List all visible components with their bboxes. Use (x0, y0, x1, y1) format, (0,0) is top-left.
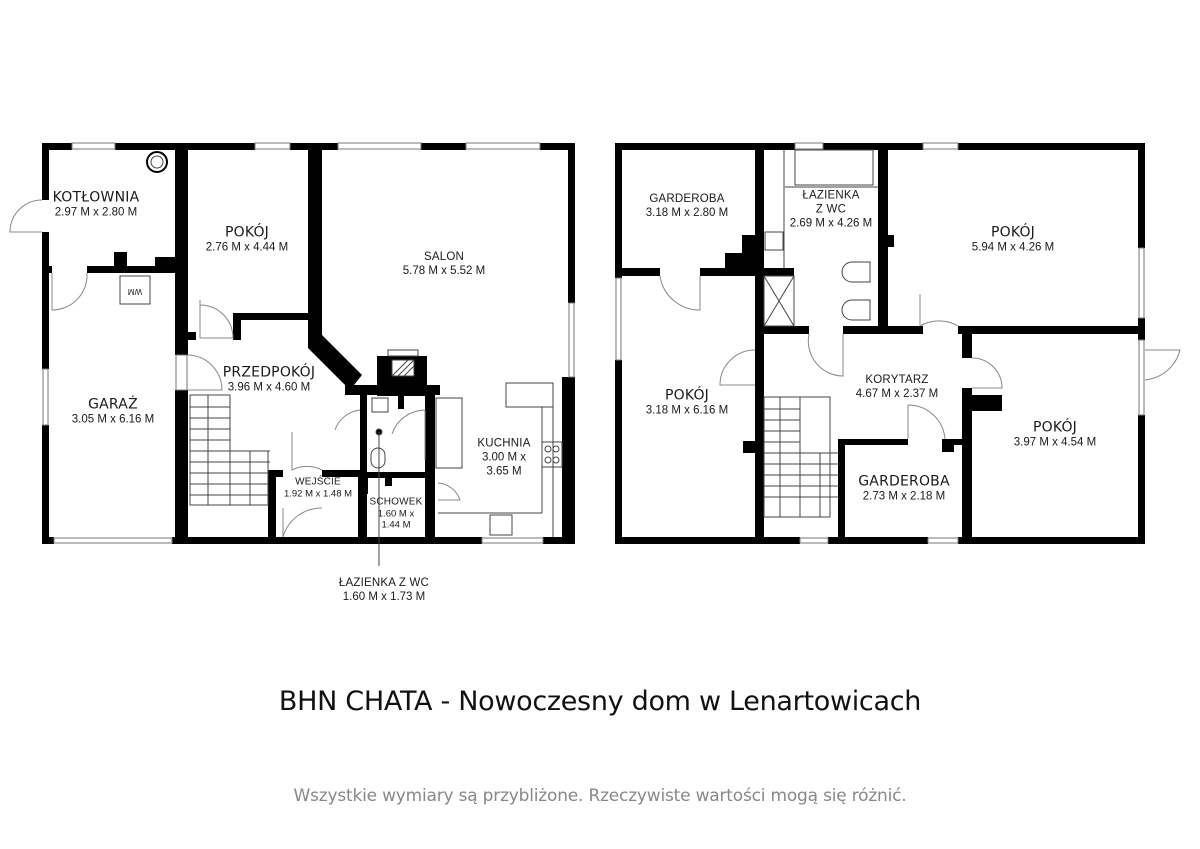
disclaimer-text: Wszystkie wymiary są przybliżone. Rzeczy… (293, 786, 907, 806)
room-dimensions: 2.73 M x 2.18 M (862, 490, 946, 503)
room-name: KOTŁOWNIA (52, 189, 140, 206)
ground-floor-doors (9, 199, 461, 538)
room-dimensions: 3.96 M x 4.60 M (227, 381, 311, 394)
ground-floor-windows (42, 142, 575, 544)
room-name: GARAŻ (88, 396, 138, 413)
room-label-pokoj-lewy: POKÓJ 3.18 M x 6.16 M (646, 388, 728, 419)
room-name: SCHOWEK (369, 496, 423, 508)
room-label-korytarz: KORYTARZ 4.67 M x 2.37 M (856, 374, 938, 402)
ground-floor-fixtures (119, 151, 563, 566)
room-name: POKÓJ (224, 224, 270, 241)
room-name: WEJŚCIE (295, 476, 341, 488)
room-name: Z WC (815, 203, 847, 216)
room-dimensions: 3.97 M x 4.54 M (1013, 436, 1097, 449)
washing-machine-label: WM (127, 286, 143, 296)
room-name: KUCHNIA (477, 437, 531, 450)
wm-label: WM (128, 286, 142, 296)
room-label-przedpokoj: PRZEDPOKÓJ 3.96 M x 4.60 M (223, 365, 315, 396)
room-label-kotlownia: KOTŁOWNIA 2.97 M x 2.80 M (53, 190, 140, 221)
room-label-pokoj: POKÓJ 2.76 M x 4.44 M (206, 225, 288, 256)
room-dimensions: 1.60 M x 1.73 M (342, 591, 426, 603)
room-dimensions: 5.94 M x 4.26 M (971, 241, 1055, 254)
room-dimensions: 3.18 M x 6.16 M (645, 404, 729, 417)
room-name: ŁAZIENKA Z WC (338, 577, 430, 590)
room-label-wejscie: WEJŚCIE 1.92 M x 1.48 M (284, 476, 352, 499)
room-label-garderoba-1: GARDEROBA 3.18 M x 2.80 M (646, 193, 728, 221)
room-label-salon: SALON 5.78 M x 5.52 M (403, 251, 485, 279)
ground-floor-walls (42, 143, 575, 544)
room-dimensions: 3.18 M x 2.80 M (645, 207, 729, 219)
room-dimensions: 1.44 M (381, 520, 411, 531)
room-dimensions: 3.65 M (486, 464, 522, 477)
room-name: POKÓJ (990, 224, 1036, 241)
room-label-garaz: GARAŻ 3.05 M x 6.16 M (72, 397, 154, 428)
room-label-pokoj-duzy: POKÓJ 5.94 M x 4.26 M (972, 225, 1054, 256)
room-label-schowek: SCHOWEK 1.60 M x 1.44 M (369, 497, 422, 532)
room-name: GARDEROBA (858, 473, 950, 490)
room-dimensions: 3.05 M x 6.16 M (71, 413, 155, 426)
room-dimensions: 2.97 M x 2.80 M (54, 206, 138, 219)
page-title: BHN CHATA - Nowoczesny dom w Lenartowica… (278, 686, 922, 717)
room-name: GARDEROBA (649, 193, 725, 206)
room-label-lazienka-pietro: ŁAZIENKA Z WC 2.69 M x 4.26 M (790, 189, 872, 230)
room-label-kuchnia: KUCHNIA 3.00 M x 3.65 M (477, 437, 530, 478)
upper-floor-fixtures (763, 149, 878, 518)
room-dimensions: 1.92 M x 1.48 M (283, 488, 353, 500)
room-dimensions: 2.76 M x 4.44 M (205, 241, 289, 254)
room-name: SALON (424, 251, 464, 264)
room-name: ŁAZIENKA (802, 189, 860, 202)
upper-floor-doors (659, 275, 1181, 440)
room-name: POKÓJ (1032, 419, 1078, 436)
room-name: POKÓJ (664, 387, 710, 404)
room-label-lazienka-parter: ŁAZIENKA Z WC 1.60 M x 1.73 M (339, 577, 429, 605)
room-dimensions: 5.78 M x 5.52 M (402, 265, 486, 277)
room-dimensions: 4.67 M x 2.37 M (855, 388, 939, 400)
room-dimensions: 2.69 M x 4.26 M (789, 216, 873, 229)
room-label-pokoj-prawy: POKÓJ 3.97 M x 4.54 M (1014, 420, 1096, 451)
upper-floor-windows (615, 142, 1145, 544)
room-name: PRZEDPOKÓJ (222, 364, 316, 381)
room-name: KORYTARZ (865, 374, 929, 387)
room-label-garderoba-2: GARDEROBA 2.73 M x 2.18 M (858, 474, 950, 505)
room-dimensions: 1.60 M x (377, 508, 415, 520)
room-dimensions: 3.00 M x (481, 451, 527, 464)
upper-floor-walls (615, 143, 1145, 544)
